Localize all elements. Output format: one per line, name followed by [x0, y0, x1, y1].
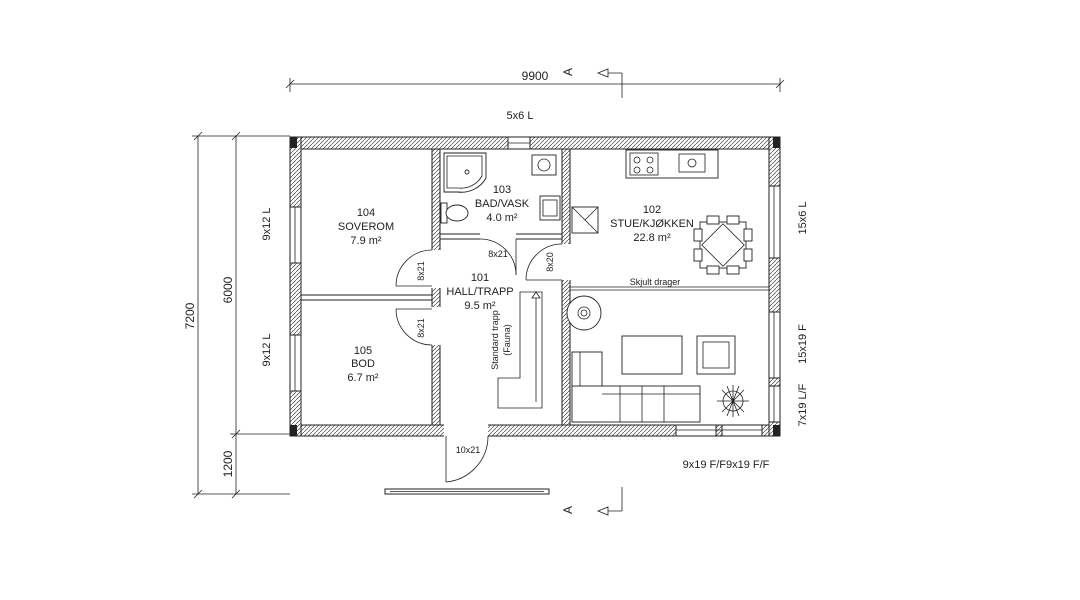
fridge: [571, 206, 599, 234]
toilet: [440, 202, 469, 224]
corner-sofa: [571, 351, 701, 423]
dim-porch-depth: 1200: [221, 450, 235, 477]
door-bath: [479, 233, 517, 276]
room-name: HALL/TRAPP: [446, 286, 513, 298]
section-marker-bottom: [596, 487, 623, 516]
stair-label-line1: Standard trapp: [490, 310, 500, 370]
room-name: STUE/KJØKKEN: [610, 218, 694, 230]
beam-label: Skjult drager: [630, 277, 681, 287]
dim-main-depth: 6000: [221, 276, 235, 303]
washing-machine: [531, 154, 557, 176]
dim-total-width: 9900: [522, 69, 549, 83]
door-bedroom: [395, 249, 441, 288]
room-102: 102 STUE/KJØKKEN 22.8 m²: [610, 204, 694, 244]
stair: [497, 291, 543, 409]
room-104: 104 SOVEROM 7.9 m²: [338, 207, 394, 247]
room-103: 103 BAD/VASK 4.0 m²: [475, 184, 530, 224]
window-label-left-upper: 9x12 L: [261, 207, 273, 240]
room-number: 103: [493, 184, 511, 196]
room-number: 105: [354, 345, 372, 357]
door-label-bedroom: 8x21: [416, 261, 426, 281]
room-number: 102: [643, 204, 661, 216]
room-number: 104: [357, 207, 375, 219]
armchair: [696, 335, 736, 375]
section-marker-top: [596, 68, 623, 98]
coffee-table: [621, 335, 683, 375]
room-area: 9.5 m²: [464, 300, 496, 312]
hidden-beam-line: [570, 286, 769, 291]
dining-table: [693, 215, 753, 275]
room-105: 105 BOD 6.7 m²: [347, 345, 379, 384]
stove: [566, 295, 602, 331]
window-label-right-middle: 15x19 F: [797, 324, 809, 364]
door-label-kitchen: 8x20: [545, 252, 555, 272]
outer-walls: [289, 136, 781, 437]
section-mark-top: A: [561, 68, 575, 76]
dim-total-height: 7200: [183, 302, 197, 329]
door-label-bath: 8x21: [488, 249, 508, 259]
room-name: BOD: [351, 358, 375, 370]
room-area: 4.0 m²: [486, 212, 518, 224]
shower-tray: [443, 152, 487, 193]
room-name: BAD/VASK: [475, 198, 530, 210]
window-label-right-upper: 15x6 L: [797, 201, 809, 234]
washbasin: [539, 195, 561, 221]
terrace-edge: [384, 488, 550, 495]
window-label-left-lower: 9x12 L: [261, 333, 273, 366]
room-name: SOVEROM: [338, 221, 394, 233]
room-area: 6.7 m²: [347, 372, 379, 384]
door-storage: [395, 307, 441, 346]
window-label-bottom: 9x19 F/F9x19 F/F: [683, 459, 770, 471]
room-area: 22.8 m²: [633, 232, 671, 244]
room-101: 101 HALL/TRAPP 9.5 m²: [446, 272, 513, 312]
kitchen-counter: [625, 149, 719, 179]
door-label-storage: 8x21: [416, 318, 426, 338]
room-number: 101: [471, 272, 489, 284]
door-kitchen: [525, 243, 571, 281]
window-label-top: 5x6 L: [507, 110, 534, 122]
door-label-entrance: 10x21: [456, 445, 481, 455]
room-area: 7.9 m²: [350, 235, 382, 247]
door-entrance: [444, 424, 489, 483]
dimension-lines: [192, 78, 785, 499]
section-mark-bottom: A: [561, 506, 575, 514]
window-label-right-lower: 7x19 L/F: [797, 383, 809, 426]
stair-label-line2: (Fauna): [502, 324, 512, 356]
plant: [717, 385, 749, 417]
window-openings: [289, 136, 781, 437]
